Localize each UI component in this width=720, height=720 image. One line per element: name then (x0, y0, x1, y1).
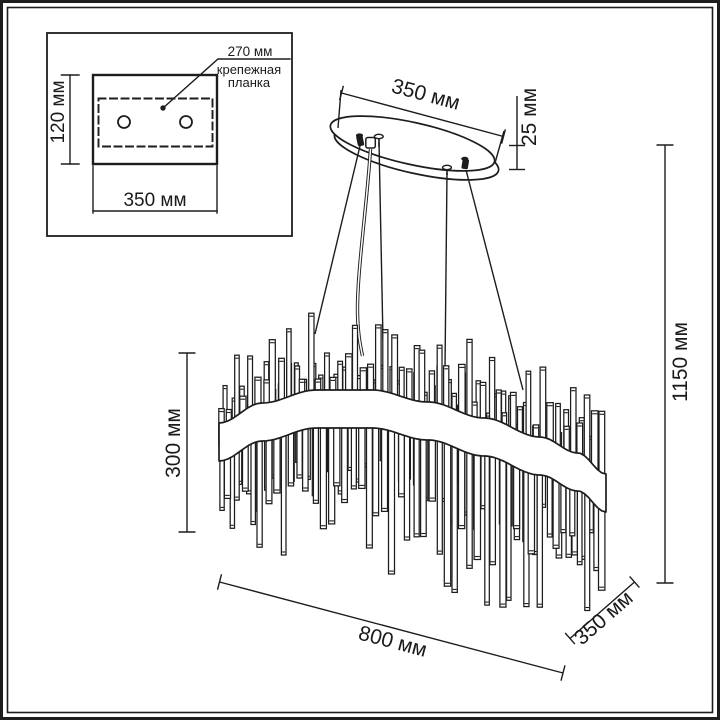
inset-mounting-plate-diagram: 270 мм крепежная планка 120 мм 350 мм (46, 32, 293, 237)
rod (499, 446, 507, 608)
rod (505, 449, 512, 601)
rod (536, 460, 544, 608)
mounting-plate-label-line2: планка (228, 75, 271, 90)
chandelier-body-rods (218, 312, 607, 612)
suspension-cable-3 (444, 172, 448, 369)
callout-value-label: 270 мм (228, 44, 273, 59)
overall-height-label: 1150 мм (669, 322, 692, 402)
rod (372, 413, 380, 517)
suspension-cables (314, 141, 524, 391)
rod (466, 438, 473, 569)
rod (387, 416, 396, 575)
rod (451, 432, 458, 594)
mounting-hole-left (117, 115, 131, 129)
ceiling-canopy (314, 115, 524, 391)
pin-cap-left-icon (373, 133, 384, 140)
rod (403, 421, 411, 541)
overall-height-dimension (656, 144, 674, 584)
rod (319, 413, 328, 530)
bolt-left-icon (356, 135, 365, 147)
mounting-plate-label-line1: крепежная (217, 62, 281, 77)
inset-width-label: 350 мм (123, 190, 186, 211)
power-cord-inner (356, 148, 372, 357)
rod (256, 426, 263, 548)
inset-width-dimension (92, 165, 218, 214)
callout-leader-line (162, 58, 291, 109)
frame-inner-border (6, 6, 714, 714)
rod-row-belowFront (219, 413, 606, 612)
suspension-cable-1 (314, 145, 361, 335)
rod (419, 425, 427, 538)
rod (443, 429, 452, 587)
rod (584, 481, 591, 612)
suspension-cable-4 (465, 169, 524, 391)
rod (280, 421, 287, 556)
rod (365, 413, 373, 549)
rod (436, 427, 443, 555)
pin-cap-right-icon (441, 164, 453, 171)
body-height-label: 300 мм (162, 408, 185, 478)
cord-grommet-icon (365, 136, 377, 149)
mounting-hole-right (179, 115, 193, 129)
depth-dimension (564, 575, 640, 645)
chandelier-band (218, 389, 607, 513)
inset-height-dimension (60, 74, 80, 165)
mounting-bracket-dashed-outline (97, 97, 214, 148)
suspension-cable-2 (378, 141, 384, 341)
length-dimension (216, 574, 566, 681)
bolt-right-icon (461, 158, 470, 170)
canopy-thickness-dimension (509, 96, 525, 171)
rod (473, 440, 482, 561)
rod (489, 442, 497, 566)
body-height-dimension (178, 352, 196, 533)
rod (484, 441, 490, 606)
inset-height-label: 120 мм (48, 80, 69, 143)
canopy-width-dimension (337, 85, 507, 164)
main-dimensions (178, 85, 674, 681)
rod (413, 424, 420, 538)
canopy-top-plate (329, 115, 496, 172)
canopy-thickness-label: 25 мм (518, 88, 541, 146)
mounting-plate-outline (91, 73, 219, 166)
